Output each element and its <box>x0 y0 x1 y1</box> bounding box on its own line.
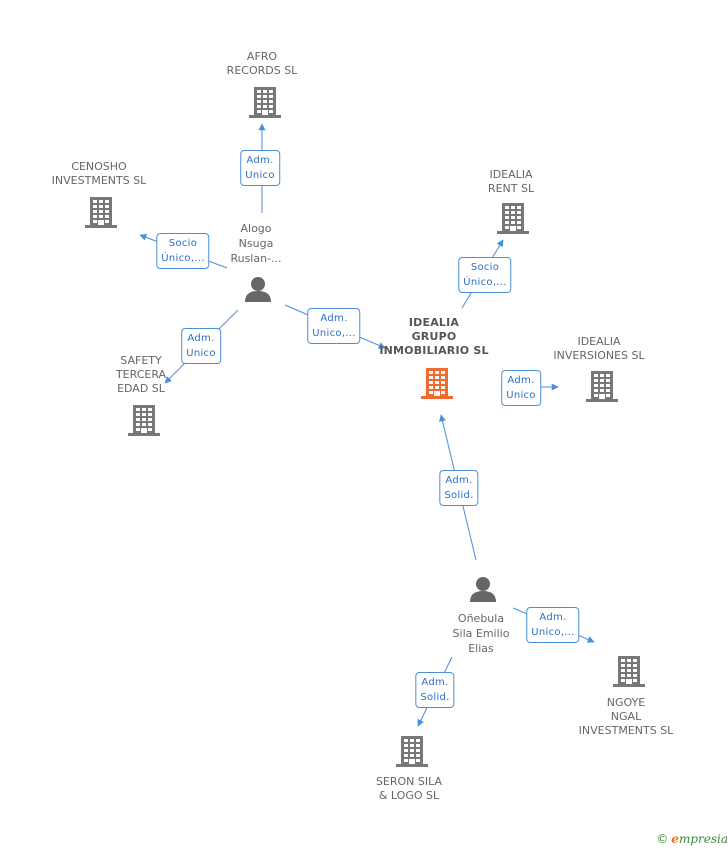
footer-brand: ©empresia <box>656 832 728 846</box>
node-label-safety[interactable]: SAFETY TERCERA EDAD SL <box>115 354 167 395</box>
edge-label-alogo-to-idealia_main[interactable]: Adm. Unico,... <box>307 308 361 344</box>
building-icon-idealia_main[interactable] <box>421 368 453 399</box>
edge-label-onebula-to-ngoye[interactable]: Adm. Unico,... <box>526 607 580 643</box>
nodes-layer <box>85 87 645 767</box>
brand-name: mpresia <box>678 832 728 846</box>
edge-label-onebula-to-seron[interactable]: Adm. Solid. <box>415 672 455 708</box>
building-icon-afro[interactable] <box>249 87 281 118</box>
brand-initial: e <box>671 832 679 846</box>
building-icon-idealia_inv[interactable] <box>586 371 618 402</box>
building-icon-seron[interactable] <box>396 736 428 767</box>
edge-label-alogo-to-safety[interactable]: Adm. Unico <box>181 328 221 364</box>
copyright-icon: © <box>656 832 669 846</box>
node-label-idealia_main[interactable]: IDEALIA GRUPO INMOBILIARIO SL <box>379 316 489 357</box>
person-icon-alogo[interactable] <box>245 277 271 302</box>
edge-label-idealia_main-to-idealia_rent[interactable]: Socio Único,... <box>458 257 512 293</box>
edge-label-onebula-to-idealia_main[interactable]: Adm. Solid. <box>439 470 479 506</box>
node-label-cenosho[interactable]: CENOSHO INVESTMENTS SL <box>51 160 147 187</box>
node-label-ngoye[interactable]: NGOYE NGAL INVESTMENTS SL <box>578 696 674 737</box>
node-label-afro[interactable]: AFRO RECORDS SL <box>226 50 298 77</box>
node-label-alogo[interactable]: Alogo Nsuga Ruslan-... <box>230 222 282 265</box>
edge-label-idealia_main-to-idealia_inv[interactable]: Adm. Unico <box>501 370 541 406</box>
edge-label-alogo-to-cenosho[interactable]: Socio Único,... <box>156 233 210 269</box>
node-label-idealia_rent[interactable]: IDEALIA RENT SL <box>487 168 535 195</box>
node-label-onebula[interactable]: Oñebula Sila Emilio Elias <box>452 612 510 655</box>
node-label-seron[interactable]: SERON SILA & LOGO SL <box>375 775 443 802</box>
edge-label-alogo-to-afro[interactable]: Adm. Unico <box>240 150 280 186</box>
person-icon-onebula[interactable] <box>470 577 496 602</box>
building-icon-cenosho[interactable] <box>85 197 117 228</box>
node-label-idealia_inv[interactable]: IDEALIA INVERSIONES SL <box>553 335 645 362</box>
building-icon-safety[interactable] <box>128 405 160 436</box>
building-icon-idealia_rent[interactable] <box>497 203 529 234</box>
building-icon-ngoye[interactable] <box>613 656 645 687</box>
